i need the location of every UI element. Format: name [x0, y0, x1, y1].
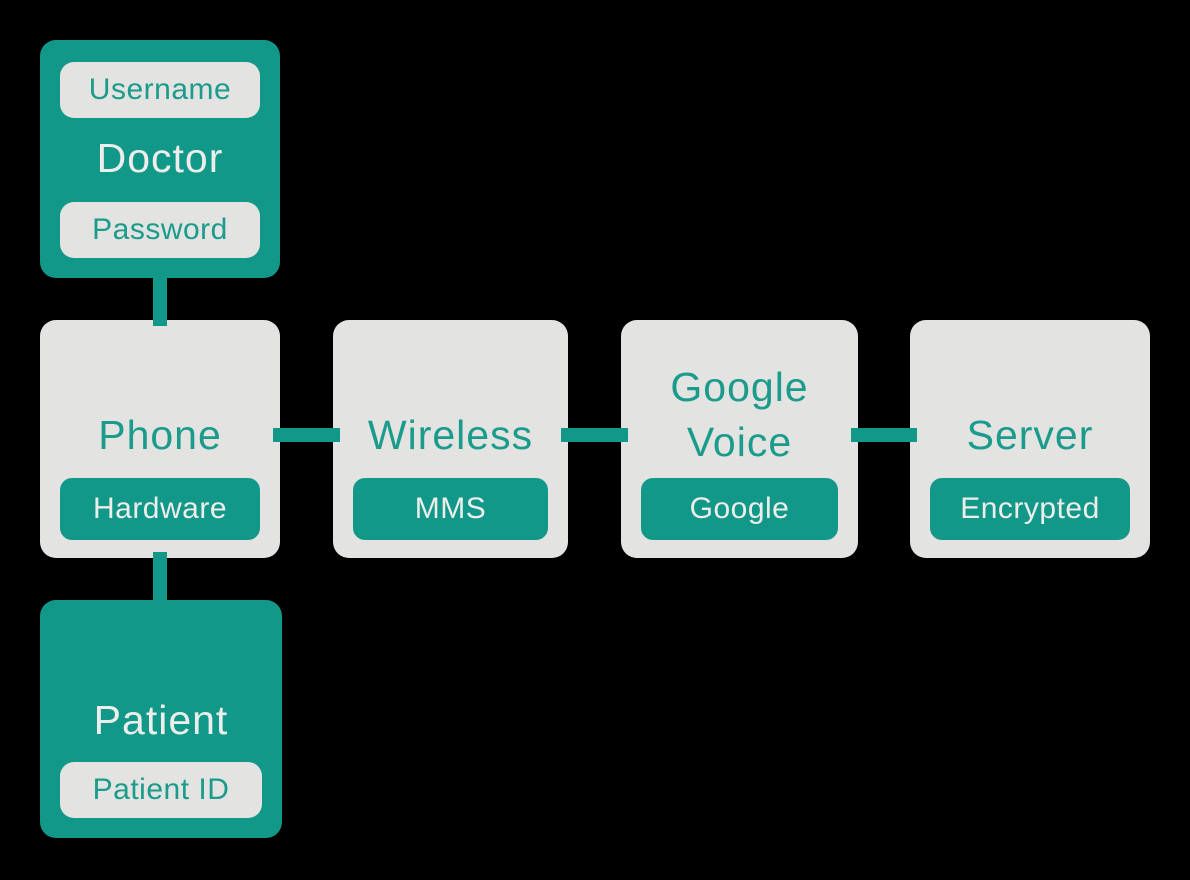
node-wireless-title: Wireless	[367, 412, 534, 458]
node-patient-title: Patient	[93, 697, 229, 743]
node-server: Server Encrypted	[910, 320, 1150, 558]
node-server-title: Server	[966, 412, 1094, 458]
node-doctor: Username Doctor Password	[40, 40, 280, 278]
edge-phone-wireless	[273, 428, 340, 442]
badge-encrypted: Encrypted	[930, 478, 1130, 540]
node-phone: Phone Hardware	[40, 320, 280, 558]
badge-hardware: Hardware	[60, 478, 260, 540]
edge-doctor-phone	[153, 272, 167, 326]
node-doctor-title: Doctor	[96, 135, 224, 181]
node-patient: Patient Patient ID	[40, 600, 282, 838]
badge-google: Google	[641, 478, 838, 540]
node-google-voice: Google Voice Google	[621, 320, 858, 558]
badge-password: Password	[60, 202, 260, 258]
badge-patient-id: Patient ID	[60, 762, 262, 818]
badge-mms: MMS	[353, 478, 548, 540]
edge-wireless-google-voice	[561, 428, 628, 442]
node-wireless: Wireless MMS	[333, 320, 568, 558]
edge-phone-patient	[153, 552, 167, 606]
node-google-voice-title: Google Voice	[670, 364, 809, 465]
badge-username: Username	[60, 62, 260, 118]
node-phone-title: Phone	[98, 412, 222, 458]
edge-google-voice-server	[851, 428, 917, 442]
